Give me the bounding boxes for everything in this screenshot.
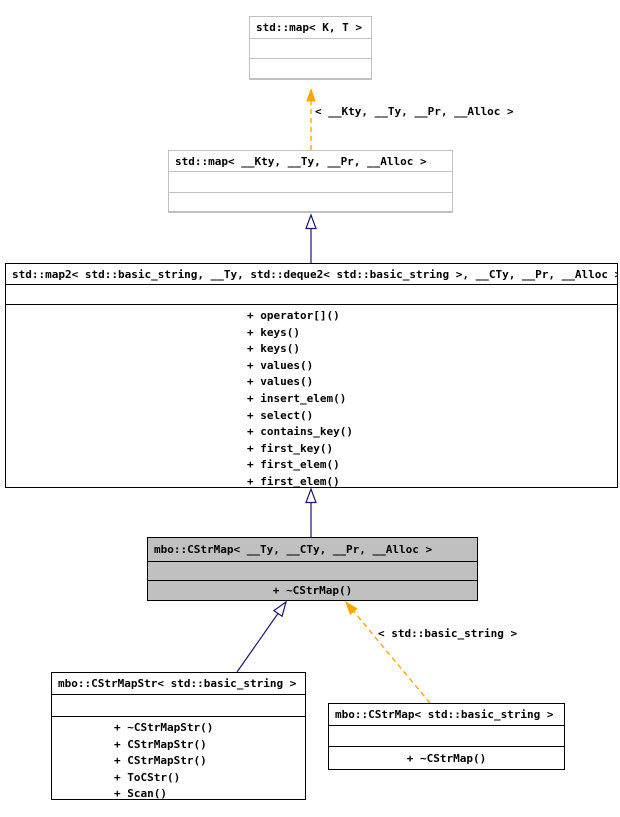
class-title[interactable]: std::map< K, T > (250, 17, 371, 39)
attributes-compartment (329, 726, 564, 747)
attributes-compartment (169, 172, 452, 193)
inheritance-arrow-cstrmap (305, 487, 317, 537)
inheritance-arrow-map2 (305, 213, 317, 263)
attributes-compartment (250, 39, 371, 59)
method-item: + insert_elem() (247, 391, 347, 405)
method-item: + first_elem() (247, 474, 340, 487)
method-item: + CStrMapStr() (114, 737, 207, 751)
method-item: + values() (247, 358, 314, 372)
method-item: + first_key() (247, 441, 334, 455)
class-node-std-map2[interactable]: std::map2< std::basic_string, __Ty, std:… (5, 263, 618, 488)
method-item: + contains_key() (247, 425, 353, 439)
class-node-std-map-full[interactable]: std::map< __Kty, __Ty, __Pr, __Alloc > (168, 150, 453, 213)
method-item: + first_elem() (247, 458, 340, 472)
template-args-label-bottom: < std::basic_string > (378, 627, 518, 640)
method-item: + ToCStr() (114, 770, 181, 784)
methods-compartment: + operator[]() + keys() + keys() + value… (6, 305, 617, 487)
attributes-compartment (148, 562, 477, 581)
class-title[interactable]: mbo::CStrMap< std::basic_string > (329, 704, 564, 726)
methods-compartment: + ~CStrMapStr() + CStrMapStr() + CStrMap… (52, 717, 305, 799)
inheritance-arrow-cstrmapstr (236, 600, 288, 673)
method-item: + keys() (247, 342, 300, 356)
template-arrow-top (306, 88, 316, 150)
class-node-cstrmap-template[interactable]: mbo::CStrMap< __Ty, __CTy, __Pr, __Alloc… (147, 537, 478, 601)
method-item: + ~CStrMap() (272, 584, 353, 597)
method-item: + values() (247, 375, 314, 389)
template-args-label-top: < __Kty, __Ty, __Pr, __Alloc > (315, 105, 514, 118)
class-title[interactable]: mbo::CStrMap< __Ty, __CTy, __Pr, __Alloc… (148, 538, 477, 562)
method-item: + Scan() (114, 787, 167, 799)
class-node-cstrmap-basic-string[interactable]: mbo::CStrMap< std::basic_string > + ~CSt… (328, 703, 565, 770)
class-title[interactable]: mbo::CStrMapStr< std::basic_string > (52, 673, 305, 695)
class-node-cstrmapstr[interactable]: mbo::CStrMapStr< std::basic_string > + ~… (51, 672, 306, 800)
class-title[interactable]: std::map< __Kty, __Ty, __Pr, __Alloc > (169, 151, 452, 172)
method-item: + keys() (247, 325, 300, 339)
class-node-std-map-kt[interactable]: std::map< K, T > (249, 16, 372, 80)
method-item: + select() (247, 408, 314, 422)
method-item: + ~CStrMapStr() (114, 721, 214, 734)
attributes-compartment (52, 695, 305, 717)
method-item: + operator[]() (247, 309, 340, 322)
methods-compartment (250, 59, 371, 79)
method-item: + CStrMapStr() (114, 754, 207, 768)
class-title[interactable]: std::map2< std::basic_string, __Ty, std:… (6, 264, 617, 285)
template-arrow-bottom (345, 601, 431, 704)
method-item: + ~CStrMap() (406, 751, 487, 765)
attributes-compartment (6, 285, 617, 305)
methods-compartment (169, 193, 452, 212)
